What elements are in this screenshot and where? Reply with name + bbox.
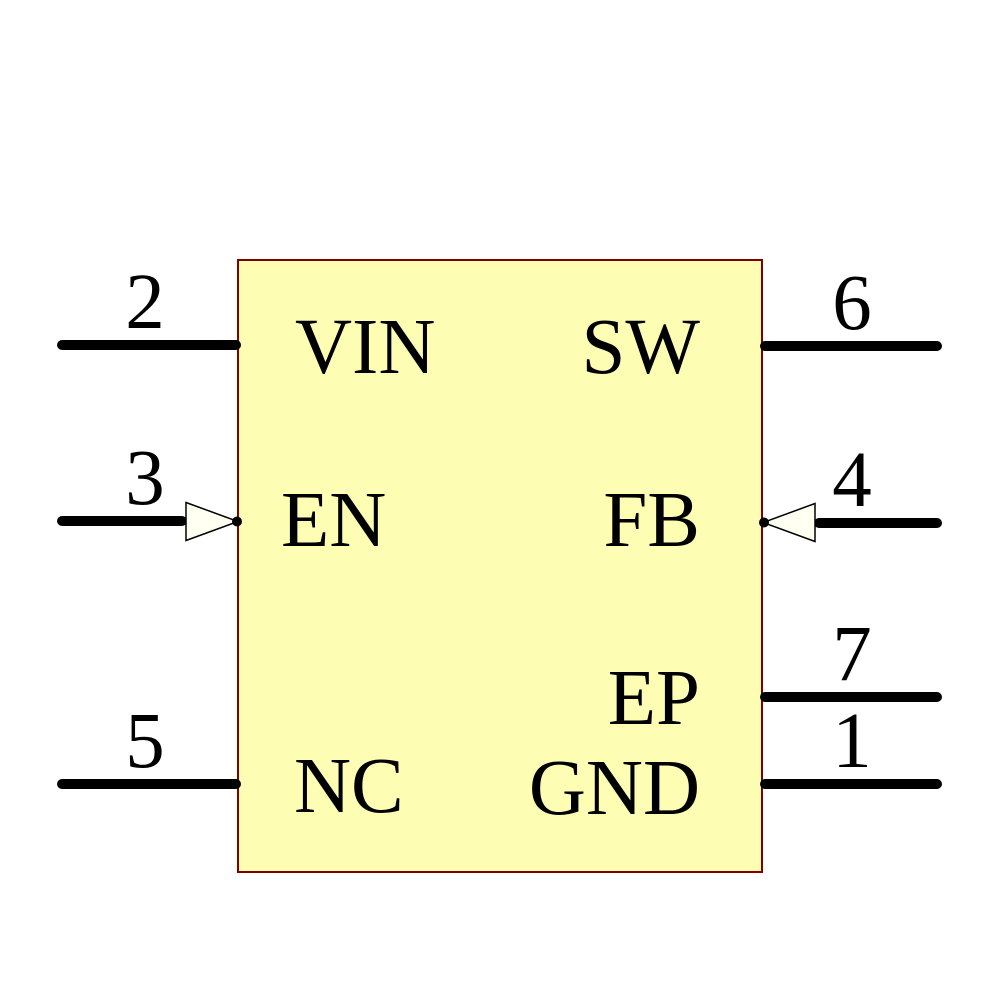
pin-3-input-arrow-icon (185, 501, 241, 542)
pin-1-number: 1 (832, 698, 872, 785)
pin-4-number: 4 (832, 437, 872, 524)
pin-name-sw: SW (581, 304, 701, 391)
pin-name-vin: VIN (295, 304, 436, 391)
pin-3-wire[interactable] (57, 516, 187, 526)
pin-7-wire[interactable] (760, 692, 942, 702)
pin-6-number: 6 (832, 260, 872, 347)
pin-name-fb: FB (603, 477, 700, 564)
pin-4-endpoint-dot (759, 517, 769, 528)
ic-body[interactable] (237, 259, 763, 873)
pin-2-number: 2 (125, 259, 165, 346)
pin-name-ep: EP (607, 655, 700, 742)
pin-name-gnd: GND (528, 745, 700, 832)
pin-3-number: 3 (125, 435, 165, 522)
pin-7-number: 7 (832, 611, 872, 698)
pin-4-wire[interactable] (814, 518, 942, 528)
pin-6-wire[interactable] (760, 341, 942, 351)
pin-1-wire[interactable] (760, 779, 942, 789)
pin-4-input-arrow-icon (760, 502, 816, 543)
pin-5-wire[interactable] (57, 779, 241, 789)
pin-name-nc: NC (294, 743, 404, 830)
pin-5-number: 5 (125, 698, 165, 785)
pin-name-en: EN (281, 477, 387, 564)
pin-2-wire[interactable] (57, 340, 241, 350)
pin-3-endpoint-dot (232, 516, 242, 527)
